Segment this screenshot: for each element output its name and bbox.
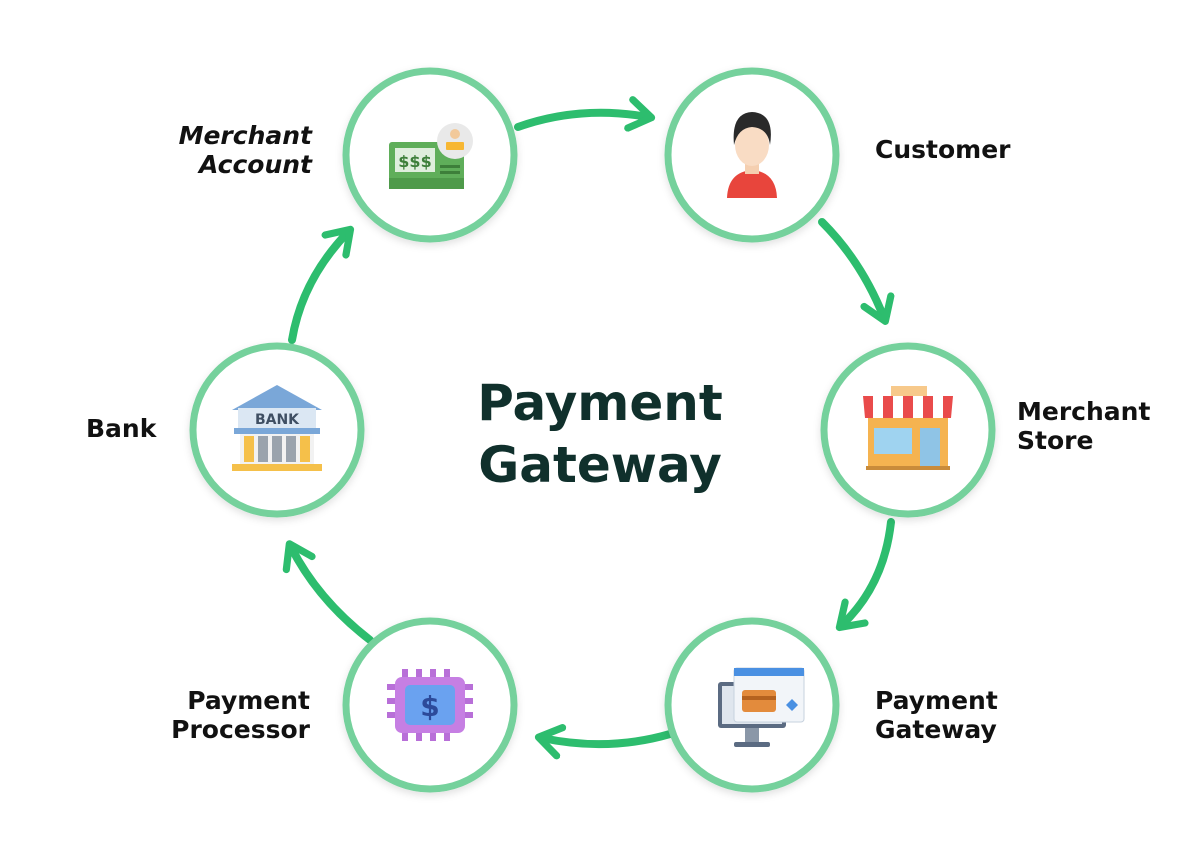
- arrow-processor-to-bank: [282, 540, 374, 644]
- title-line-2: Gateway: [478, 436, 722, 494]
- arrow-customer-to-store: [818, 218, 895, 325]
- label-line: Processor: [171, 715, 310, 744]
- label-line: Payment: [875, 686, 998, 715]
- label-line: Merchant: [178, 121, 312, 150]
- label-line: Store: [1017, 426, 1094, 455]
- customer-avatar-icon: [727, 112, 777, 198]
- bank-building-icon: BANK: [232, 385, 322, 471]
- arrow-store-to-gateway: [835, 518, 895, 632]
- label-line: Merchant: [1017, 397, 1151, 426]
- label-line: Bank: [86, 414, 157, 443]
- label-payment-gateway: Payment Gateway: [875, 686, 998, 744]
- title-line-1: Payment: [477, 374, 723, 432]
- label-line: Customer: [875, 135, 1011, 164]
- label-bank: Bank: [86, 414, 156, 443]
- label-merchant-store: Merchant Store: [1017, 397, 1150, 455]
- label-line: Payment: [187, 686, 310, 715]
- svg-text:BANK: BANK: [255, 412, 300, 428]
- arrow-account-to-customer: [514, 96, 656, 132]
- label-line: Gateway: [875, 715, 997, 744]
- storefront-icon: [863, 386, 953, 470]
- cash-card-icon: $$$: [389, 123, 473, 189]
- label-merchant-account: Merchant Account: [172, 121, 312, 179]
- monitor-card-icon: [718, 667, 805, 747]
- label-customer: Customer: [875, 135, 1011, 164]
- label-payment-processor: Payment Processor: [150, 686, 310, 744]
- label-line: Account: [199, 150, 312, 179]
- chip-dollar-icon: $: [387, 669, 473, 741]
- arrow-gateway-to-processor: [534, 724, 674, 760]
- svg-text:$: $: [420, 690, 439, 723]
- arrow-bank-to-account: [288, 225, 355, 344]
- svg-text:$$$: $$$: [398, 152, 431, 171]
- diagram-title: Payment Gateway: [400, 372, 800, 496]
